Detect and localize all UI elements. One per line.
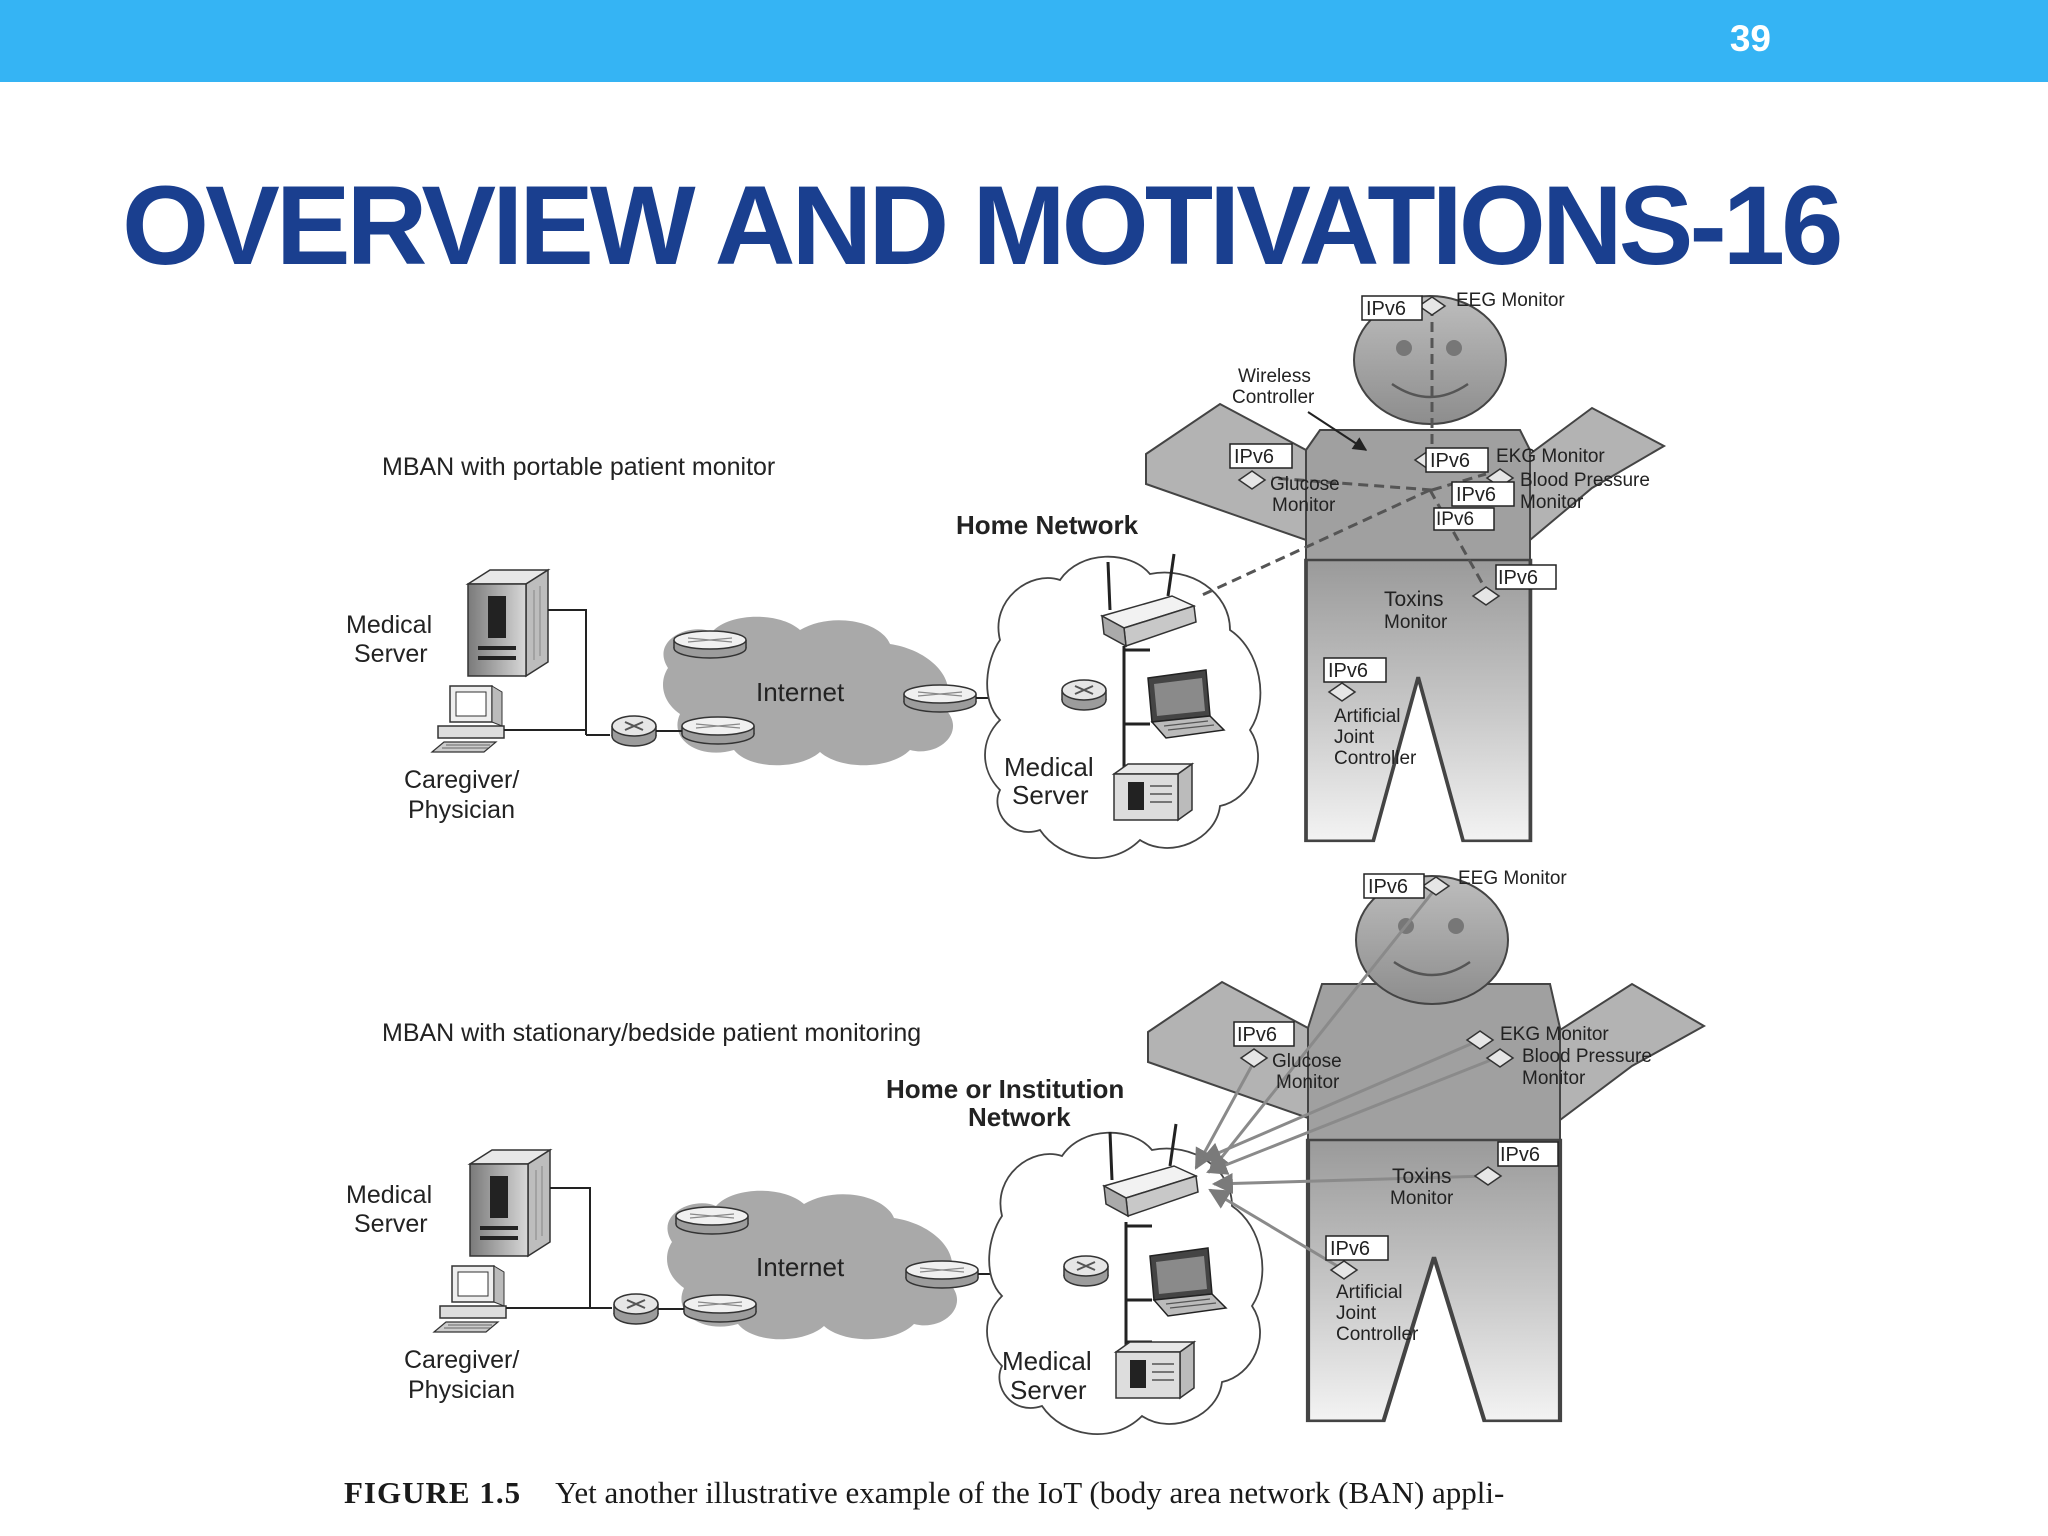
ipv6-tag: IPv6	[1366, 298, 1406, 320]
joint-label: Joint	[1334, 727, 1375, 748]
ipv6-tag: IPv6	[1498, 567, 1538, 589]
figure-caption: FIGURE 1.5 Yet another illustrative examp…	[344, 1475, 1504, 1511]
network-title: Network	[968, 1102, 1071, 1132]
ipv6-tag: IPv6	[1328, 660, 1368, 682]
joint-label: Joint	[1336, 1303, 1377, 1324]
glucose-label: Glucose	[1270, 474, 1340, 495]
ipv6-tag: IPv6	[1237, 1024, 1277, 1046]
router-icon	[611, 715, 657, 747]
joint-label: Artificial	[1336, 1282, 1403, 1303]
medical-server-icon	[467, 569, 549, 677]
bp-label: Blood Pressure	[1520, 470, 1650, 491]
router-icon	[675, 1206, 749, 1235]
ipv6-tag: IPv6	[1368, 876, 1408, 898]
glucose-label: Glucose	[1272, 1051, 1342, 1072]
home-server-label: Medical	[1004, 752, 1094, 782]
caption-text: Yet another illustrative example of the …	[555, 1475, 1505, 1510]
toxins-label: Toxins	[1392, 1165, 1452, 1188]
ipv6-tag: IPv6	[1500, 1144, 1540, 1166]
ipv6-tag: IPv6	[1436, 509, 1474, 530]
ekg-label: EKG Monitor	[1496, 446, 1605, 467]
internet-label: Internet	[756, 677, 845, 707]
bp-label: Monitor	[1522, 1068, 1586, 1089]
slide-number: 39	[1729, 18, 1771, 59]
patient-body	[1147, 875, 1707, 1421]
network-title: Home Network	[956, 510, 1139, 540]
medical-server-label: Server	[354, 1210, 428, 1238]
router-icon	[673, 630, 747, 659]
router-icon	[681, 716, 755, 745]
caregiver-label: Physician	[408, 1376, 515, 1404]
toxins-label: Monitor	[1390, 1188, 1454, 1209]
wireless-controller-label: Wireless	[1238, 366, 1311, 387]
eeg-label: EEG Monitor	[1456, 290, 1565, 311]
medical-server-label: Medical	[346, 611, 432, 639]
panel-heading: MBAN with portable patient monitor	[382, 453, 775, 481]
router-icon	[613, 1293, 659, 1325]
panel-portable: MBAN with portable patient monitor Medic…	[346, 290, 1667, 860]
router-icon	[903, 684, 977, 713]
ipv6-tag: IPv6	[1430, 450, 1470, 472]
joint-label: Artificial	[1334, 706, 1401, 727]
bp-label: Blood Pressure	[1522, 1046, 1652, 1067]
figure-label: FIGURE 1.5	[344, 1475, 522, 1510]
router-icon	[683, 1294, 757, 1323]
ipv6-tag: IPv6	[1330, 1238, 1370, 1260]
computer-icon	[431, 685, 505, 753]
glucose-label: Monitor	[1276, 1072, 1340, 1093]
caregiver-label: Physician	[408, 796, 515, 824]
ekg-label: EKG Monitor	[1500, 1024, 1609, 1045]
medical-server-icon	[1115, 1341, 1195, 1399]
internet-label: Internet	[756, 1252, 845, 1282]
title-underline-mask	[0, 272, 2048, 280]
wireless-controller-label: Controller	[1232, 387, 1315, 408]
joint-label: Controller	[1334, 748, 1417, 769]
computer-icon	[433, 1265, 507, 1333]
glucose-label: Monitor	[1272, 495, 1336, 516]
router-icon	[1061, 679, 1107, 711]
toxins-label: Toxins	[1384, 588, 1444, 611]
toxins-label: Monitor	[1384, 612, 1448, 633]
eeg-label: EEG Monitor	[1458, 868, 1567, 889]
panel-heading: MBAN with stationary/bedside patient mon…	[382, 1019, 921, 1047]
home-server-label: Medical	[1002, 1346, 1092, 1376]
router-icon	[905, 1260, 979, 1289]
router-icon	[1063, 1255, 1109, 1287]
joint-label: Controller	[1336, 1324, 1419, 1345]
bp-label: Monitor	[1520, 492, 1584, 513]
medical-server-icon	[469, 1149, 551, 1257]
medical-server-label: Server	[354, 640, 428, 668]
caregiver-label: Caregiver/	[404, 1346, 519, 1374]
medical-server-icon	[1113, 763, 1193, 821]
panel-stationary: MBAN with stationary/bedside patient mon…	[346, 868, 1707, 1436]
home-server-label: Server	[1010, 1375, 1087, 1405]
medical-server-label: Medical	[346, 1181, 432, 1209]
ipv6-tag: IPv6	[1456, 484, 1496, 506]
ipv6-tag: IPv6	[1234, 446, 1274, 468]
home-server-label: Server	[1012, 780, 1089, 810]
top-bar	[0, 0, 2048, 82]
caregiver-label: Caregiver/	[404, 766, 519, 794]
slide-title: OVERVIEW AND MOTIVATIONS-16	[122, 163, 1843, 288]
network-title: Home or Institution	[886, 1074, 1124, 1104]
